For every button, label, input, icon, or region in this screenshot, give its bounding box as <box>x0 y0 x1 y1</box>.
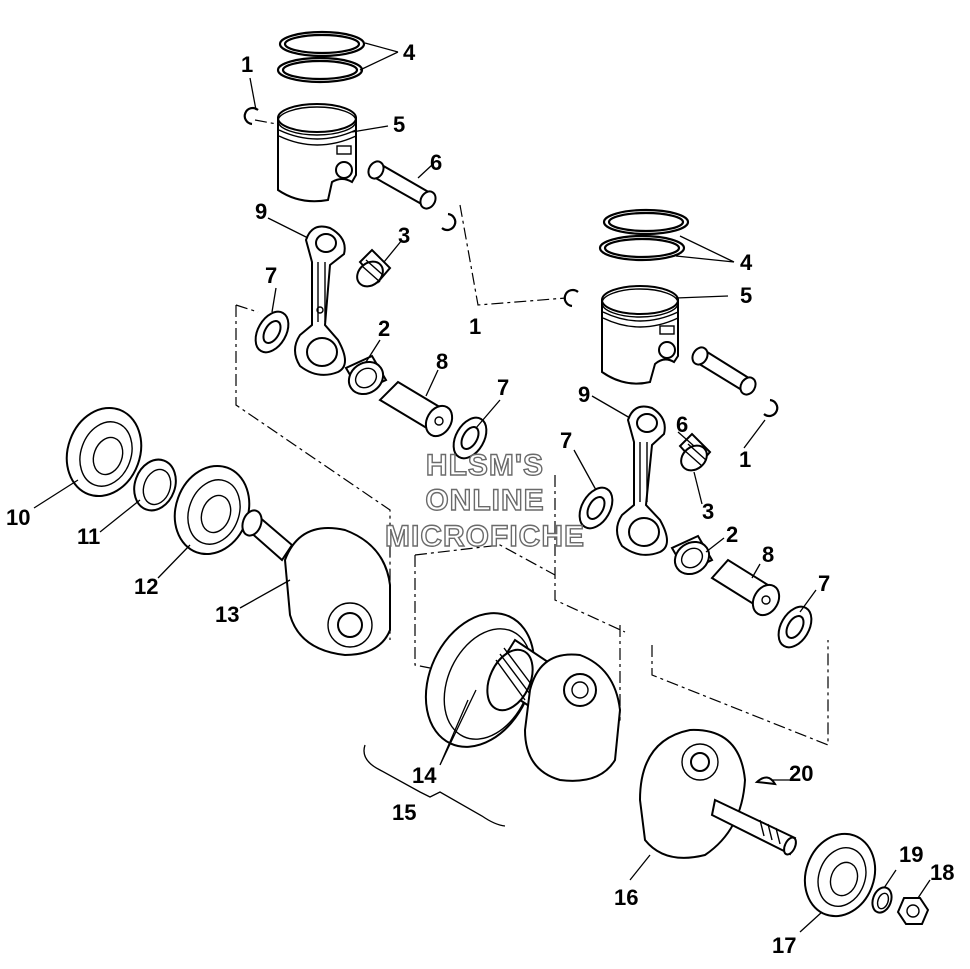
piston-pin-right <box>691 346 757 396</box>
piston-rings-top-left <box>276 30 366 84</box>
callout-labels: 1 4 5 6 9 3 7 2 1 8 7 4 5 9 6 1 7 3 2 8 … <box>6 40 954 958</box>
circlip-top-left <box>243 107 259 126</box>
circlip-right-top <box>563 289 579 308</box>
callout-20: 20 <box>789 761 813 786</box>
watermark-line-2: ONLINE <box>425 484 544 517</box>
thrust-washer-right-a <box>578 486 614 530</box>
watermark-line-1: HLSM'S <box>426 449 544 482</box>
piston-pin-top-left <box>367 160 437 210</box>
callout-7: 7 <box>265 263 277 288</box>
circlip-top-mid <box>441 212 457 231</box>
spacer-ring <box>133 458 177 512</box>
piston-top-left <box>277 103 357 203</box>
leader-lines <box>33 42 931 933</box>
callout-16: 16 <box>614 885 638 910</box>
watermark: HLSM'S ONLINE MICROFICHE <box>384 448 585 553</box>
callout-9: 9 <box>255 199 267 224</box>
thrust-washer-right-b <box>777 605 813 649</box>
callout-2: 2 <box>378 316 390 341</box>
watermark-line-3: MICROFICHE <box>385 520 585 553</box>
callout-8: 8 <box>436 349 448 374</box>
callout-10: 10 <box>6 505 30 530</box>
needle-bearing-small-left <box>356 248 392 288</box>
callout-19: 19 <box>899 842 923 867</box>
callout-13: 13 <box>215 602 239 627</box>
nut-right <box>896 897 930 925</box>
callout-14: 14 <box>412 763 437 788</box>
callout-15: 15 <box>392 800 416 825</box>
callout-1: 1 <box>469 314 481 339</box>
thrust-washer-center <box>452 416 488 460</box>
callout-17: 17 <box>772 933 796 958</box>
callout-12: 12 <box>134 574 158 599</box>
callout-9: 9 <box>578 382 590 407</box>
crank-half-right <box>638 728 797 859</box>
main-bearing-right <box>803 832 877 918</box>
callout-2: 2 <box>726 522 738 547</box>
callout-7: 7 <box>560 428 572 453</box>
circlip-right <box>763 398 779 417</box>
main-bearing-left-inner <box>173 464 251 556</box>
callout-3: 3 <box>702 499 714 524</box>
callout-7: 7 <box>497 375 509 400</box>
callout-6: 6 <box>676 412 688 437</box>
callout-4: 4 <box>740 250 753 275</box>
needle-bearing-small-right <box>678 432 712 472</box>
woodruff-key <box>754 776 777 786</box>
callout-5: 5 <box>393 112 405 137</box>
callout-4: 4 <box>403 40 416 65</box>
needle-bearing-big-left <box>344 354 388 396</box>
callout-7: 7 <box>818 571 830 596</box>
conrod-top-left <box>294 225 346 376</box>
callout-1: 1 <box>739 447 751 472</box>
needle-bearing-big-right <box>670 534 714 576</box>
callout-6: 6 <box>430 150 442 175</box>
crank-center <box>424 612 622 782</box>
crank-half-left <box>241 509 391 657</box>
crank-pin-left <box>378 380 454 438</box>
callout-18: 18 <box>930 860 954 885</box>
callout-3: 3 <box>398 223 410 248</box>
group-bracket-15 <box>363 744 506 827</box>
callout-8: 8 <box>762 542 774 567</box>
piston-rings-right <box>598 208 690 262</box>
callout-1: 1 <box>241 52 253 77</box>
callout-11: 11 <box>77 524 100 549</box>
washer-right <box>871 886 893 914</box>
piston-right <box>601 285 679 385</box>
main-bearing-left <box>65 406 143 498</box>
crank-pin-right <box>710 558 781 617</box>
callout-5: 5 <box>740 283 752 308</box>
alignment-lines <box>235 119 829 746</box>
conrod-right <box>616 405 668 556</box>
thrust-washer-left <box>254 310 290 354</box>
